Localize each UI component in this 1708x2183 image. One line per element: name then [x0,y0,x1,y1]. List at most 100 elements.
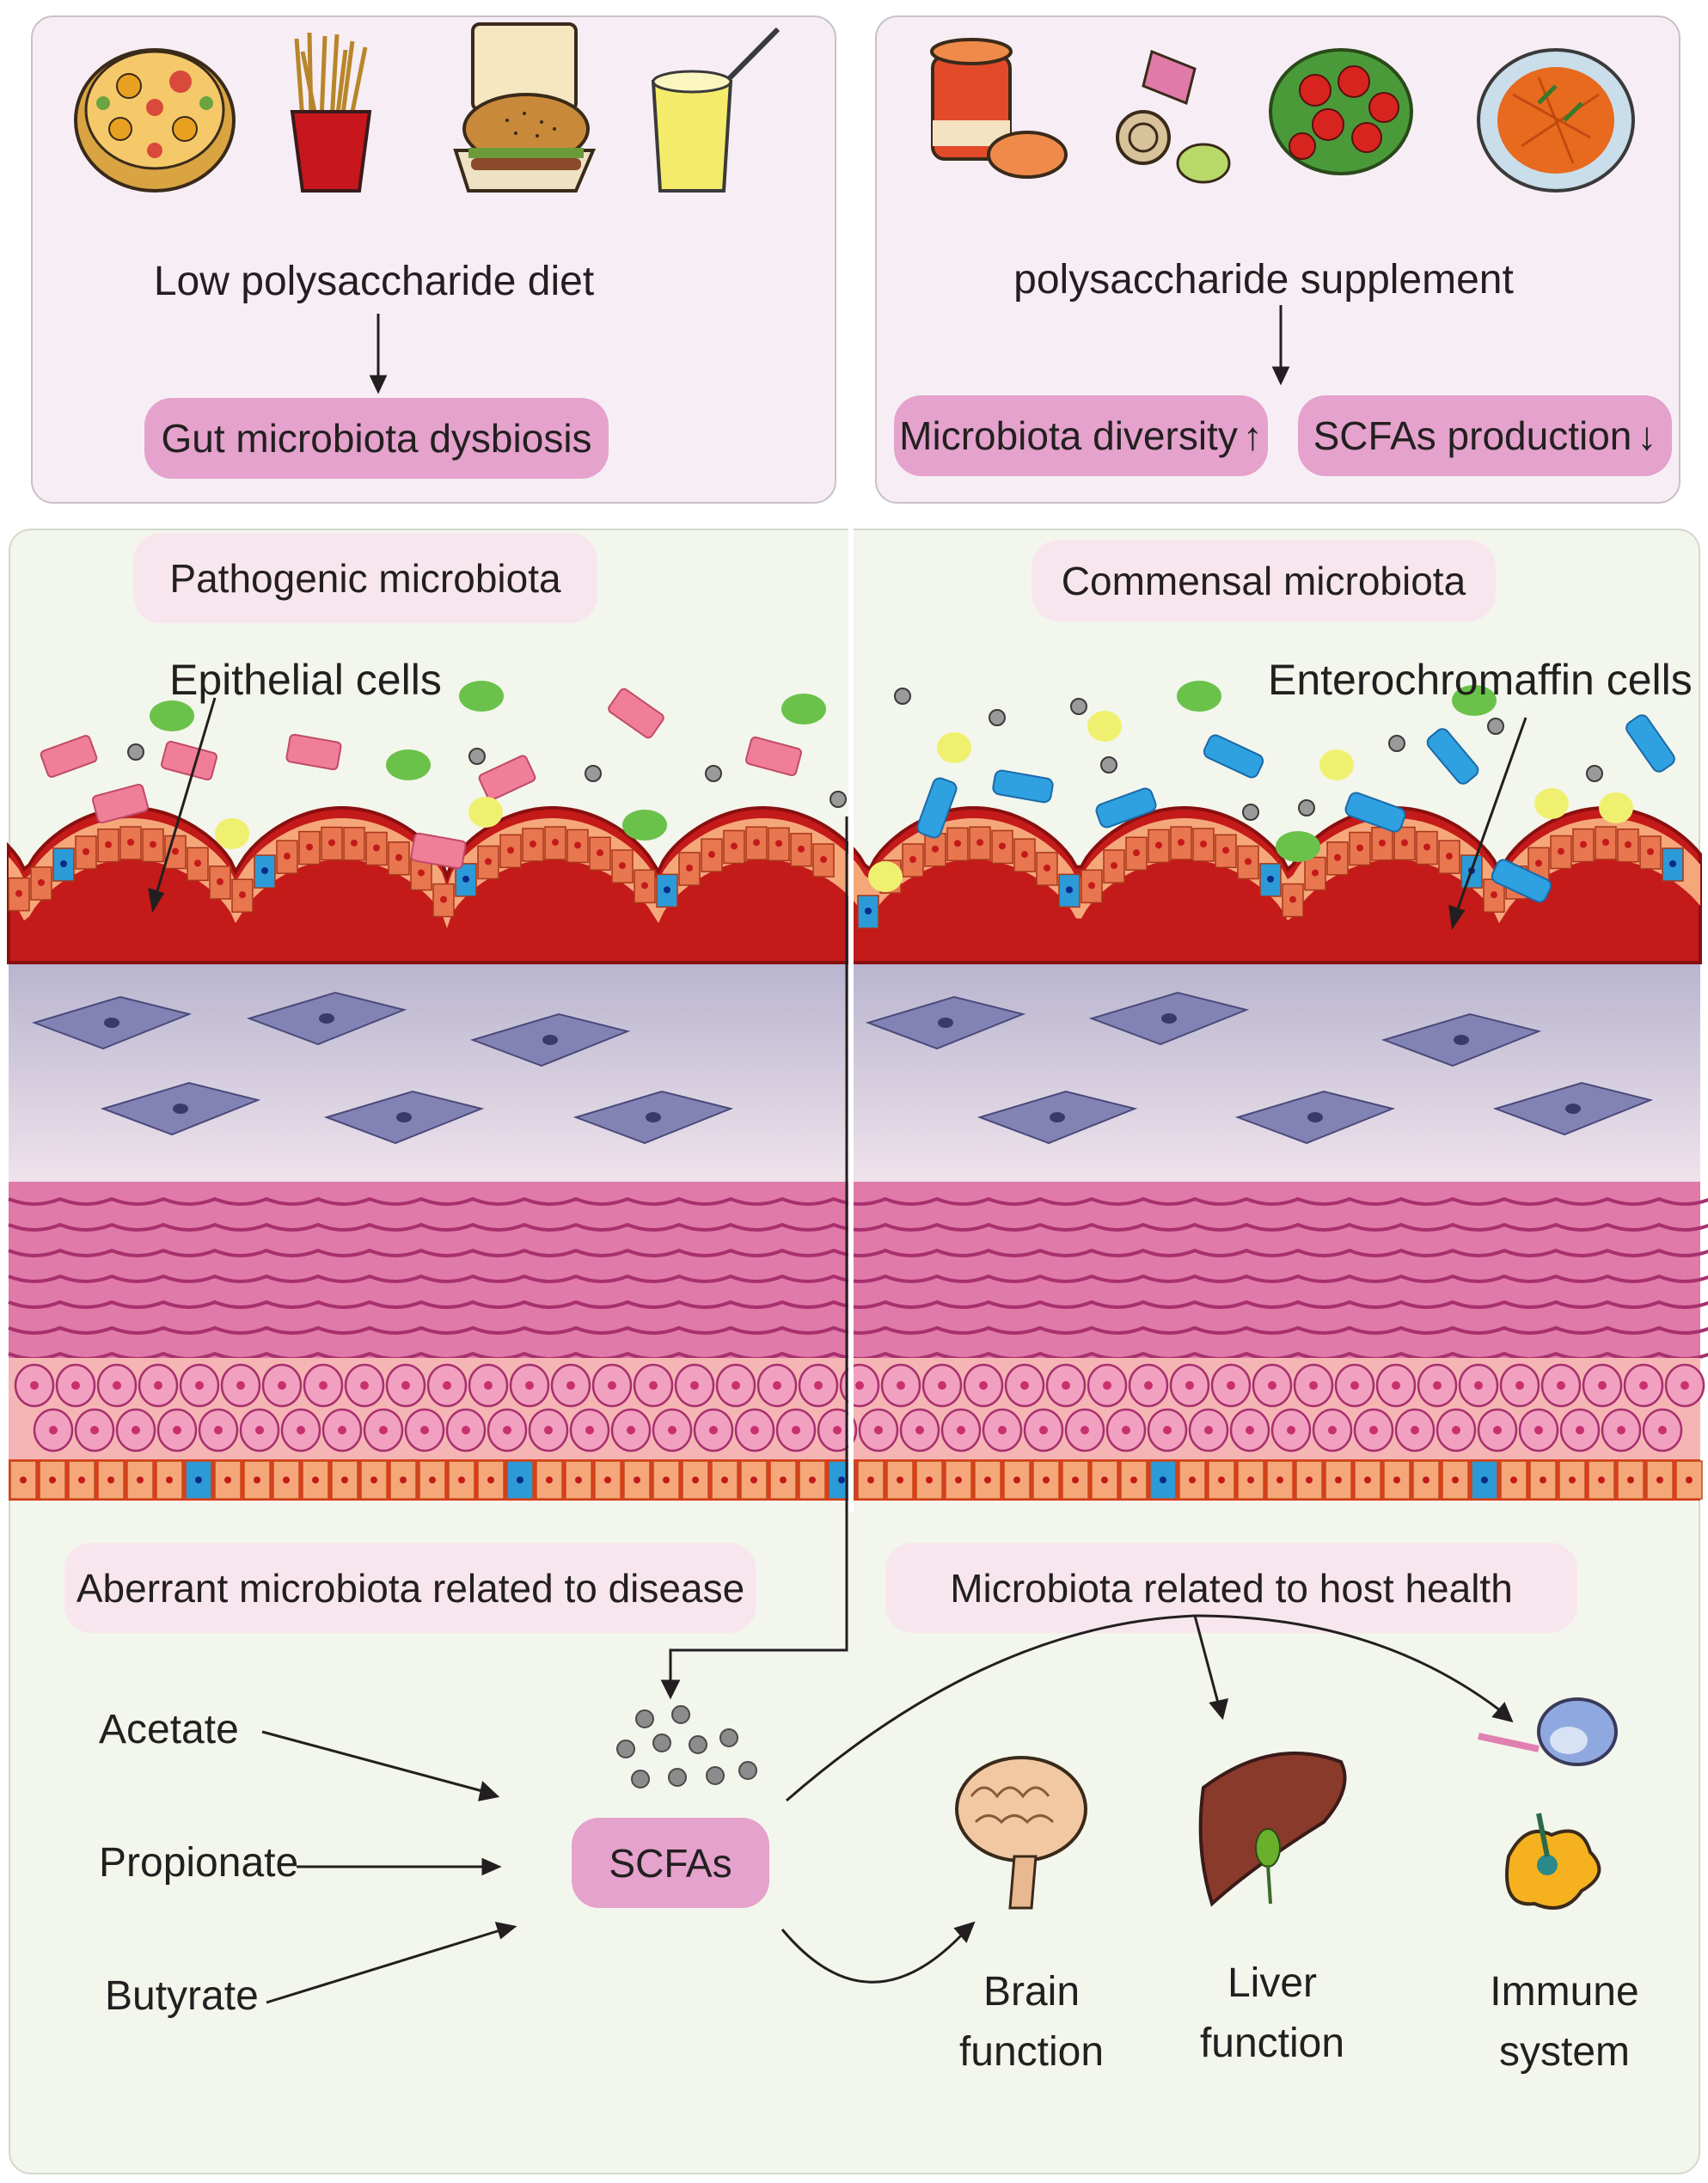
cell-nucleus [1155,841,1162,849]
oval-cell-nucleus [1020,1381,1029,1390]
oval-cell-nucleus [1493,1426,1502,1434]
scfa-hub-text: SCFAs [609,1840,732,1886]
fibroblast-nucleus [319,1013,334,1024]
base-cell-nucleus [107,1477,114,1483]
base-cell-nucleus [1452,1477,1459,1483]
oval-cell-nucleus [1103,1381,1111,1390]
base-cell-nucleus [1101,1477,1108,1483]
oval-cell-nucleus [1163,1426,1172,1434]
oval-cell-nucleus [1557,1381,1565,1390]
base-cell-nucleus [838,1477,845,1483]
oval-cell-nucleus [1062,1381,1070,1390]
base-cell-nucleus [400,1477,407,1483]
cell-nucleus [1267,875,1274,883]
cell-nucleus [1178,839,1185,847]
cell-nucleus [328,839,335,847]
liver-icon [1198,1752,1347,1907]
base-cell-nucleus [283,1477,290,1483]
cell-nucleus [462,875,469,883]
brain-icon [955,1756,1087,1910]
fibroblast-nucleus [938,1018,953,1028]
pathogenic-bacterium [608,688,664,739]
base-cell-nucleus [634,1477,640,1483]
cell-nucleus [507,847,514,854]
green-microbe [1276,831,1320,862]
cell-nucleus [1200,841,1207,848]
scfa-production-text: SCFAs production [1313,413,1632,458]
oval-cell-nucleus [1639,1381,1648,1390]
green-microbe [459,681,504,712]
base-cell-nucleus [1686,1477,1693,1483]
base-cell-nucleus [1306,1477,1313,1483]
brain-function-line2: function [958,2029,1105,2075]
oval-cell-nucleus [319,1381,328,1390]
epithelial-cells-label: Epithelial cells [169,656,442,704]
cell-nucleus [1222,847,1229,854]
scfa-particle [1388,735,1405,752]
base-cell-nucleus [458,1477,465,1483]
cell-nucleus [1401,839,1408,847]
salad-icon [1269,48,1413,175]
oval-cell-nucleus [1287,1426,1295,1434]
cell-nucleus [1133,849,1140,857]
oval-cell-nucleus [833,1426,842,1434]
fibroblast-nucleus [1565,1104,1581,1114]
oval-cell-nucleus [1246,1426,1254,1434]
propionate-label: Propionate [99,1840,299,1886]
base-cell-nucleus [897,1477,903,1483]
oval-cell-nucleus [1680,1381,1689,1390]
oval-cell-nucleus [236,1381,245,1390]
cell-nucleus [1602,839,1609,847]
cell-nucleus [1535,859,1542,867]
oval-cell-nucleus [1309,1381,1318,1390]
commensal-bacterium [1203,734,1264,779]
commensal-microbiota-label: Commensal microbiota [1032,540,1496,621]
oval-cell-nucleus [1617,1426,1625,1434]
epithelial-cell [388,841,410,876]
acetate-label: Acetate [99,1707,239,1752]
immune-system-line1: Immune [1490,1969,1639,2015]
cell-nucleus [775,840,782,847]
cell-nucleus [1491,891,1497,899]
cell-nucleus [418,869,425,877]
scfa-particle [468,748,486,765]
oval-cell-nucleus [338,1426,346,1434]
base-cell-nucleus [517,1477,523,1483]
oval-cell-nucleus [1452,1426,1460,1434]
pathogenic-bacterium [745,736,802,777]
cell-nucleus [619,862,626,870]
cell-nucleus [530,841,536,848]
commensal-bacterium [1344,792,1406,833]
cell-nucleus [1625,841,1631,848]
base-cell [1149,1460,1177,1500]
yellow-microbe [868,861,903,892]
fries-icon [290,32,372,193]
base-cell-nucleus [312,1477,319,1483]
cell-nucleus [641,882,648,890]
commensal-bacterium [1491,859,1552,903]
pathogenic-text: Pathogenic microbiota [169,555,561,601]
base-cell-nucleus [1130,1477,1137,1483]
cell-nucleus [1245,858,1252,865]
base-cell-nucleus [1510,1477,1517,1483]
cell-nucleus [932,845,939,853]
cell-nucleus [865,908,872,914]
oval-cell-nucleus [1328,1426,1337,1434]
cell-nucleus [1334,853,1341,861]
muscle-fiber [8,1299,1708,1309]
oval-cell-nucleus [132,1426,140,1434]
oval-cell-nucleus [690,1381,699,1390]
cell-nucleus [373,844,380,852]
fibroblast-nucleus [646,1112,661,1122]
cell-nucleus [664,886,670,894]
cell-nucleus [1446,853,1453,860]
fibroblast-nucleus [1307,1112,1323,1122]
muscle-fiber [8,1222,1708,1232]
base-cell-nucleus [370,1477,377,1483]
oval-cell-nucleus [173,1426,181,1434]
cell-nucleus [909,856,916,864]
supplement-label: polysaccharide supplement [1013,257,1514,303]
oval-cell-nucleus [627,1426,635,1434]
